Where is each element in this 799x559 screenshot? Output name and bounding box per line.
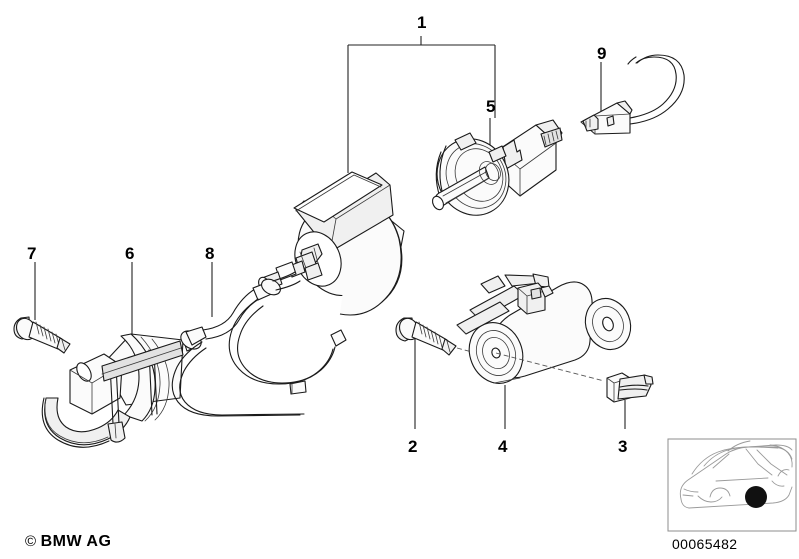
part-5-washer-nozzle — [431, 118, 563, 216]
part-8-hose-line — [171, 262, 347, 417]
callout-label-5: 5 — [486, 97, 496, 116]
callout-label-9: 9 — [597, 44, 607, 63]
callout-1-bracket — [347, 36, 496, 173]
part-3-retaining-clip — [606, 372, 654, 429]
diagram-part-number: 00065482 — [672, 536, 738, 552]
part-2-screw — [395, 317, 488, 429]
part-7-screw — [13, 262, 71, 354]
copyright-label: BMW AG — [40, 533, 112, 550]
callout-label-8: 8 — [205, 244, 215, 263]
part-6-pump-with-bracket — [41, 262, 201, 448]
callout-label-7: 7 — [27, 244, 37, 263]
part-9-connector-cable — [580, 54, 685, 135]
callout-label-4: 4 — [498, 437, 508, 456]
copyright-icon: © — [25, 533, 37, 550]
callout-label-1: 1 — [417, 13, 427, 32]
callout-label-6: 6 — [125, 244, 135, 263]
part-4-washer-bracket — [456, 273, 632, 429]
part-1-washer-pump-motor — [258, 171, 405, 316]
vehicle-location-thumbnail — [667, 438, 797, 532]
callout-label-3: 3 — [618, 437, 628, 456]
bmw-copyright: ©BMW AG — [25, 533, 111, 551]
callout-label-2: 2 — [408, 437, 418, 456]
